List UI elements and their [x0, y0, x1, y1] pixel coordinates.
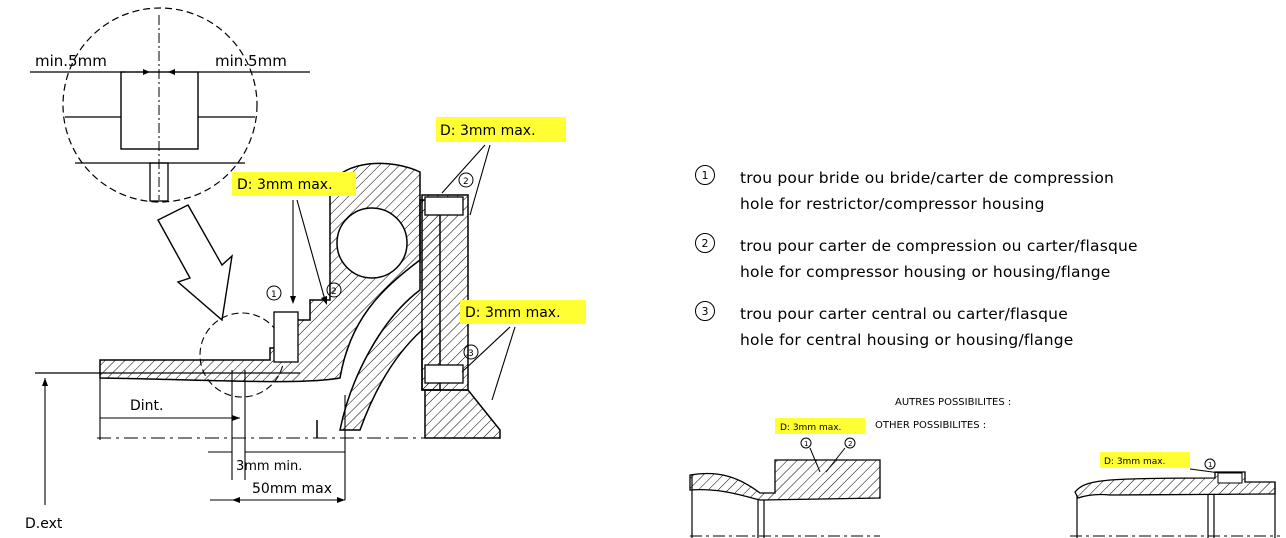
callout-3-num: 3	[468, 349, 474, 359]
highlight-alt-b	[1100, 452, 1190, 468]
dext-label: D.ext	[25, 516, 63, 532]
callout-1-num: 1	[271, 290, 277, 300]
alt-a-num-1: 1	[804, 440, 808, 448]
d-max-3-label: D: 3mm max.	[465, 305, 561, 321]
legend-item-1: 1 trou pour bride ou bride/carter de com…	[695, 165, 1280, 217]
other-en: OTHER POSSIBILITES :	[875, 420, 986, 431]
min-left-label: min.5mm	[35, 52, 107, 70]
legend-num-3: 3	[695, 301, 715, 321]
legend-en-3: hole for central housing or housing/flan…	[740, 331, 1074, 349]
callout-2-num: 2	[331, 287, 337, 297]
min-right-label: min.5mm	[215, 52, 287, 70]
d-max-1-label: D: 3mm max.	[237, 177, 333, 193]
other-fr: AUTRES POSSIBILITES :	[895, 397, 1011, 408]
legend-en-2: hole for compressor housing or housing/f…	[740, 263, 1111, 281]
legend-num-2: 2	[695, 233, 715, 253]
fifty-max-label: 50mm max	[252, 481, 332, 497]
legend: 1 trou pour bride ou bride/carter de com…	[695, 165, 1280, 369]
callouts: D: 3mm max. 1 2 D: 3mm max. 2 D: 3mm max…	[232, 117, 586, 401]
detail-arrow	[157, 204, 233, 322]
detail-view: min.5mm min.5mm	[30, 7, 310, 203]
highlight-alt-a	[775, 418, 865, 434]
legend-num-1: 1	[695, 165, 715, 185]
dint-label: Dint.	[130, 398, 163, 414]
d-max-2-label: D: 3mm max.	[440, 123, 536, 139]
highlight-3	[460, 300, 586, 324]
alternative-a: D: 3mm max. 1 2	[689, 418, 881, 538]
legend-en-1: hole for restrictor/compressor housing	[740, 195, 1045, 213]
highlight-2	[436, 117, 566, 142]
d-max-alt-a: D: 3mm max.	[780, 423, 841, 433]
alternative-b: D: 3mm max. 1	[1070, 452, 1280, 538]
legend-fr-3: trou pour carter central ou carter/flasq…	[740, 305, 1068, 323]
alt-b-num-1: 1	[1208, 461, 1212, 469]
dimensions: Dint. 3mm min. 50mm max D.ext	[25, 370, 346, 532]
three-min-label: 3mm min.	[236, 459, 302, 474]
alt-a-num-2: 2	[848, 440, 852, 448]
d-max-alt-b: D: 3mm max.	[1104, 457, 1165, 467]
highlight-1	[232, 172, 356, 196]
callout-2b-num: 2	[463, 177, 469, 187]
turbo-cross-section	[35, 162, 501, 439]
legend-fr-2: trou pour carter de compression ou carte…	[740, 237, 1138, 255]
legend-fr-1: trou pour bride ou bride/carter de compr…	[740, 169, 1115, 187]
legend-item-2: 2 trou pour carter de compression ou car…	[695, 233, 1280, 285]
legend-item-3: 3 trou pour carter central ou carter/fla…	[695, 301, 1280, 353]
